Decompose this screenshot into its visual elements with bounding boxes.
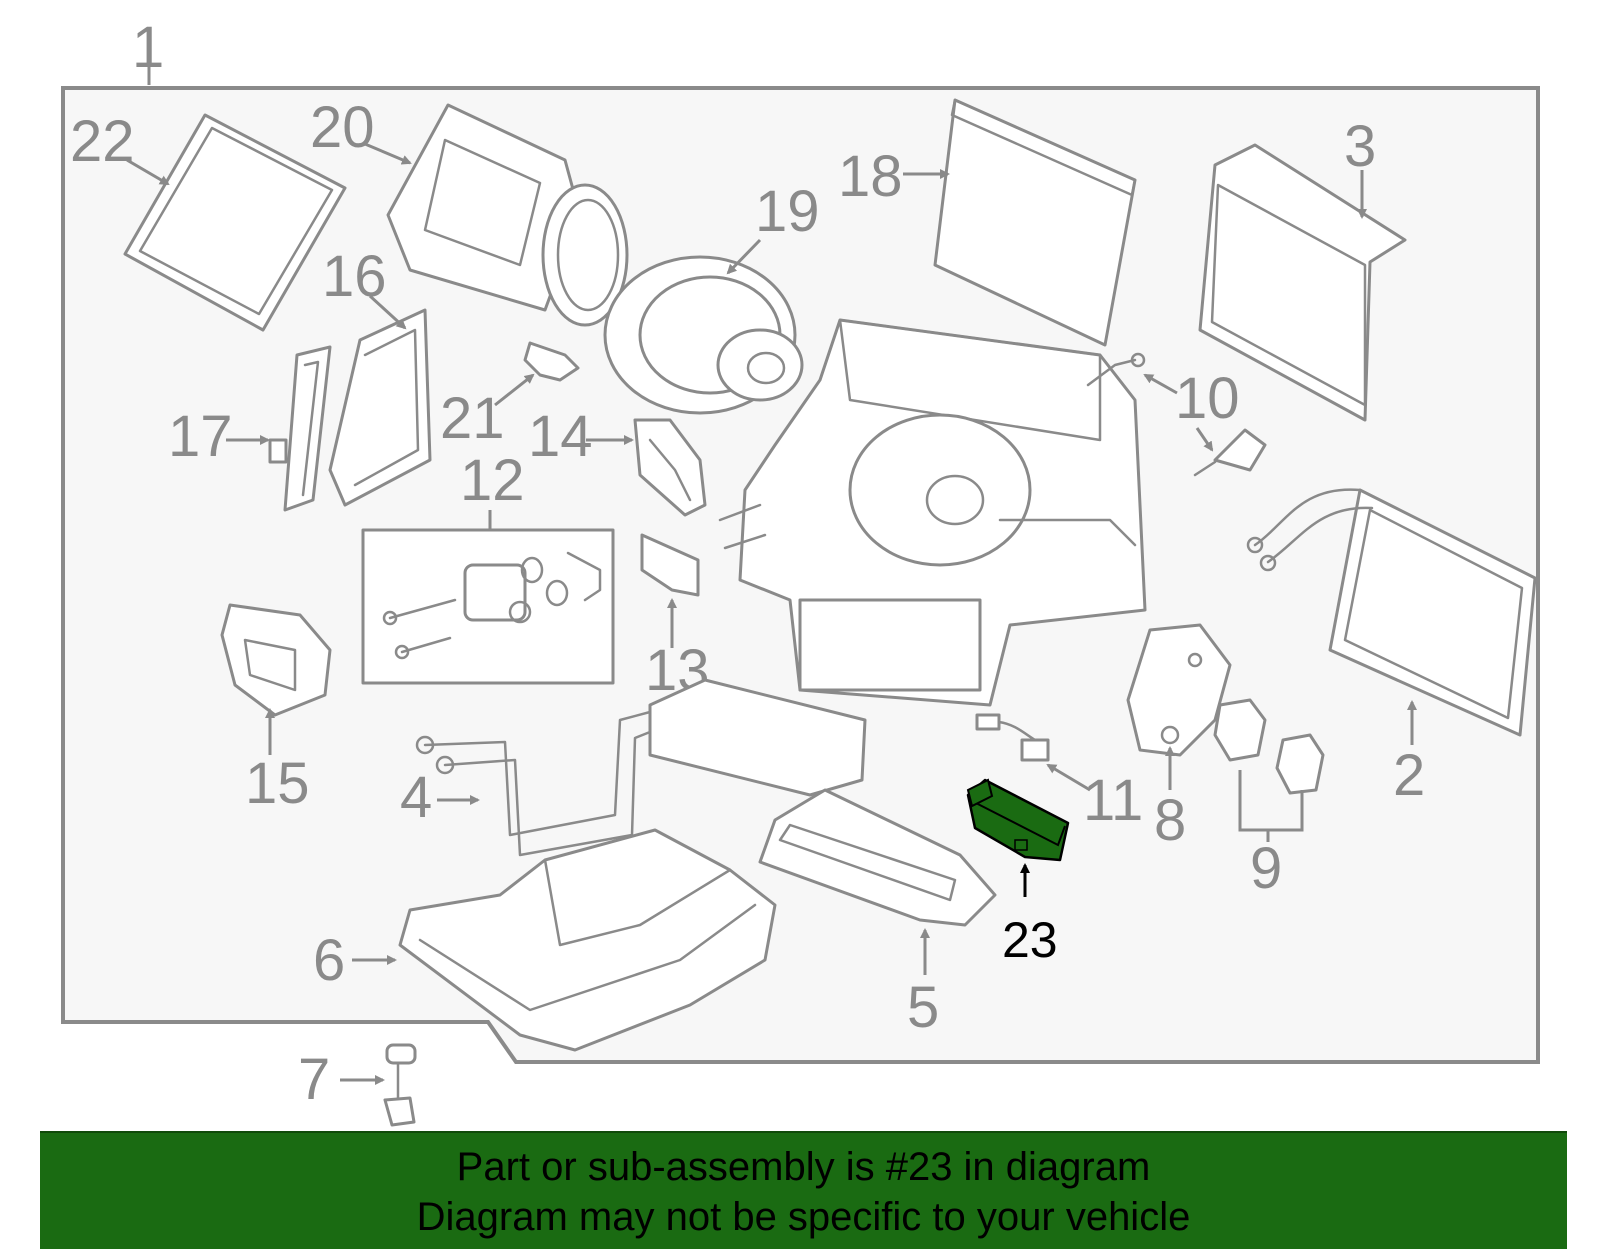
part-17-side-trim: [268, 345, 332, 512]
callout-21: 21: [440, 386, 505, 451]
part-4-heater-core: [415, 678, 867, 857]
part-22-filter-frame: [123, 113, 347, 332]
part-12-expansion-valve-kit: [361, 528, 615, 685]
part-13-clip: [640, 533, 700, 597]
part-19-blower-motor: [603, 255, 804, 415]
callout-14: 14: [528, 404, 593, 469]
part-16-duct-trim: [328, 308, 432, 507]
callout-11-leader: [1046, 763, 1091, 792]
callout-17: 17: [168, 404, 233, 469]
part-6-base-tray: [398, 828, 777, 1052]
part-5-lower-housing: [758, 788, 997, 927]
part-9-actuators: [1213, 698, 1325, 795]
banner-line-1: Part or sub-assembly is #23 in diagram: [456, 1145, 1151, 1189]
callout-18: 18: [838, 144, 903, 209]
part-23-control-module: [966, 778, 1070, 862]
part-11-wiring-connector: [975, 713, 1050, 762]
callout-22-leader: [126, 158, 170, 186]
part-2-core: [1246, 488, 1537, 737]
callout-8: 8: [1154, 788, 1186, 853]
part-20-blower-housing: [386, 103, 629, 327]
callout-9: 9: [1250, 836, 1282, 901]
callout-21-leader: [494, 373, 535, 407]
callout-7: 7: [298, 1047, 330, 1112]
callout-20: 20: [310, 95, 375, 160]
callout-11: 11: [1083, 768, 1143, 833]
callout-16-leader: [368, 294, 407, 330]
banner-line-2: Diagram may not be specific to your vehi…: [416, 1195, 1191, 1239]
callout-9-leader: [1238, 770, 1304, 832]
callout-6: 6: [313, 928, 345, 993]
callout-10-leader-b: [1195, 427, 1214, 452]
callout-23: 23: [1002, 912, 1058, 968]
info-banner: Part or sub-assembly is #23 in diagram D…: [40, 1131, 1567, 1249]
callout-15: 15: [245, 751, 310, 816]
part-10-sensors: [1086, 352, 1267, 477]
callout-19-leader: [726, 238, 762, 275]
callout-19: 19: [755, 179, 820, 244]
callout-12: 12: [460, 448, 525, 513]
part-14-bracket: [633, 418, 707, 517]
part-18-pollen-filter: [933, 98, 1137, 347]
callout-5: 5: [907, 975, 939, 1040]
callout-10: 10: [1175, 366, 1240, 431]
callout-10-leader-a: [1143, 373, 1178, 395]
part-7-drain: [383, 1043, 417, 1127]
part-8-actuator-plate: [1126, 623, 1232, 757]
callout-2: 2: [1393, 743, 1425, 808]
hvac-main-housing: [718, 318, 1147, 707]
callout-20-leader: [364, 142, 412, 165]
part-15-vent-grille: [220, 603, 332, 717]
callout-16: 16: [322, 244, 387, 309]
callout-4: 4: [400, 765, 432, 830]
callout-22: 22: [70, 109, 135, 174]
callout-3: 3: [1344, 114, 1376, 179]
part-21-sensor: [523, 341, 580, 382]
callout-1: 1: [132, 15, 164, 80]
part-3-evaporator: [1198, 143, 1407, 422]
